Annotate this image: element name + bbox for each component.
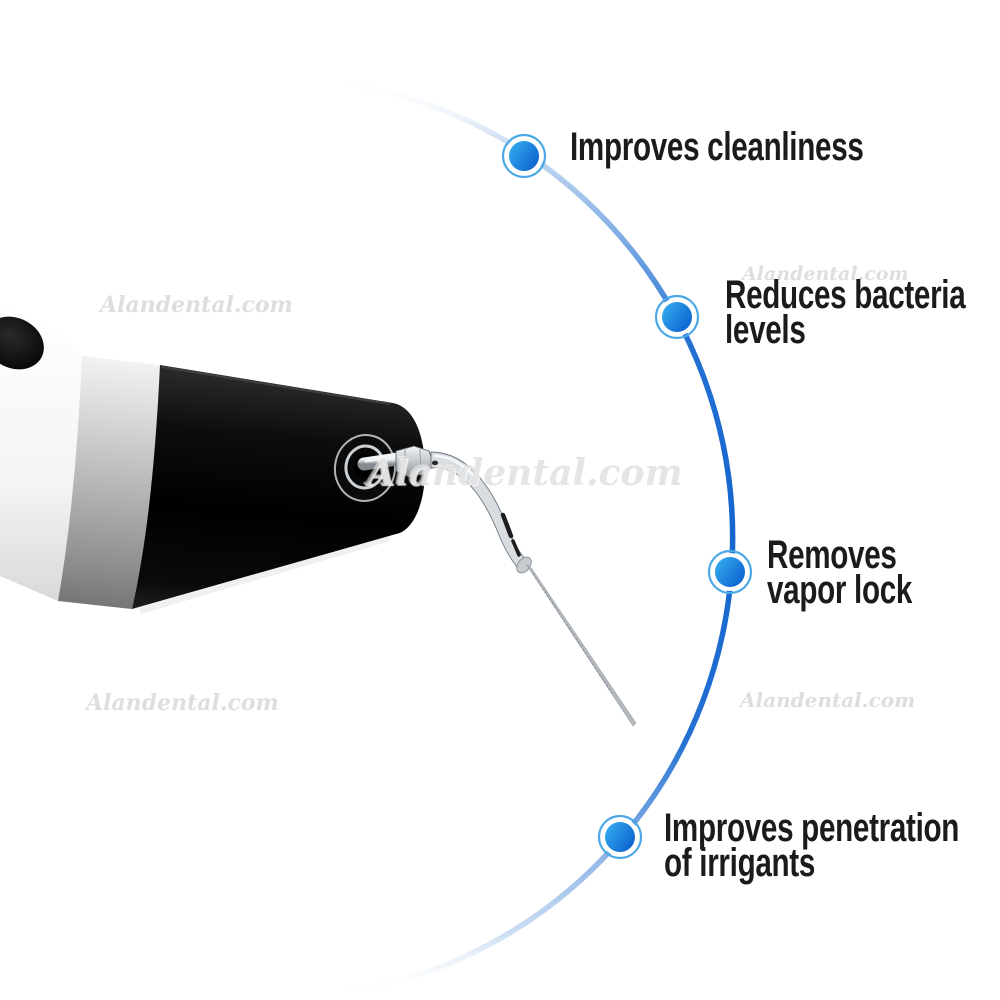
callout-label-cleanliness: Improves cleanliness (570, 125, 864, 169)
handpiece-cone (132, 365, 425, 609)
callout-line: Removes (767, 533, 897, 577)
tip-pin (357, 452, 404, 471)
callout-line: Reduces bacteria (725, 273, 966, 317)
feature-arc (299, 75, 736, 1000)
ultrasonic-tip (357, 445, 637, 727)
tip-pin-highlight (364, 454, 397, 463)
handpiece-body (0, 305, 83, 601)
watermark-upper-left: Alandental.com (100, 292, 293, 318)
feature-dot-vapor-lock (707, 549, 753, 595)
cone-shadow (139, 535, 391, 614)
watermark-lower-right: Alandental.com (740, 688, 916, 712)
cone-highlight (161, 366, 391, 405)
tip-slot-1 (500, 512, 514, 539)
callout-line: Improves cleanliness (570, 125, 864, 169)
tip-file (525, 563, 637, 727)
callout-line: levels (725, 308, 806, 352)
callout-label-bacteria: Reduces bacteria levels (725, 273, 966, 352)
callout-label-penetration: Improves penetration of irrigants (664, 806, 960, 885)
dental-handpiece (0, 305, 637, 727)
feature-dot-cleanliness (501, 133, 547, 179)
callout-line: vapor lock (767, 568, 913, 612)
tip-slot-2 (511, 539, 521, 557)
handpiece-button (0, 316, 44, 370)
callout-line: of irrigants (664, 841, 816, 885)
callout-line: Improves penetration (664, 806, 960, 850)
feature-dot-bacteria (654, 294, 700, 340)
callout-label-vapor-lock: Removes vapor lock (767, 533, 913, 612)
watermark-upper-right: Alandental.com (742, 263, 909, 285)
tip-shank-hole (432, 460, 438, 466)
feature-dot-penetration (597, 814, 643, 860)
watermark-center: Alandental.com (367, 452, 683, 494)
watermark-lower-left: Alandental.com (86, 690, 279, 716)
tip-nut-facets (404, 448, 422, 476)
metal-collar (58, 356, 160, 609)
tip-ferrule (516, 556, 532, 574)
tip-shank-highlight (433, 454, 479, 482)
